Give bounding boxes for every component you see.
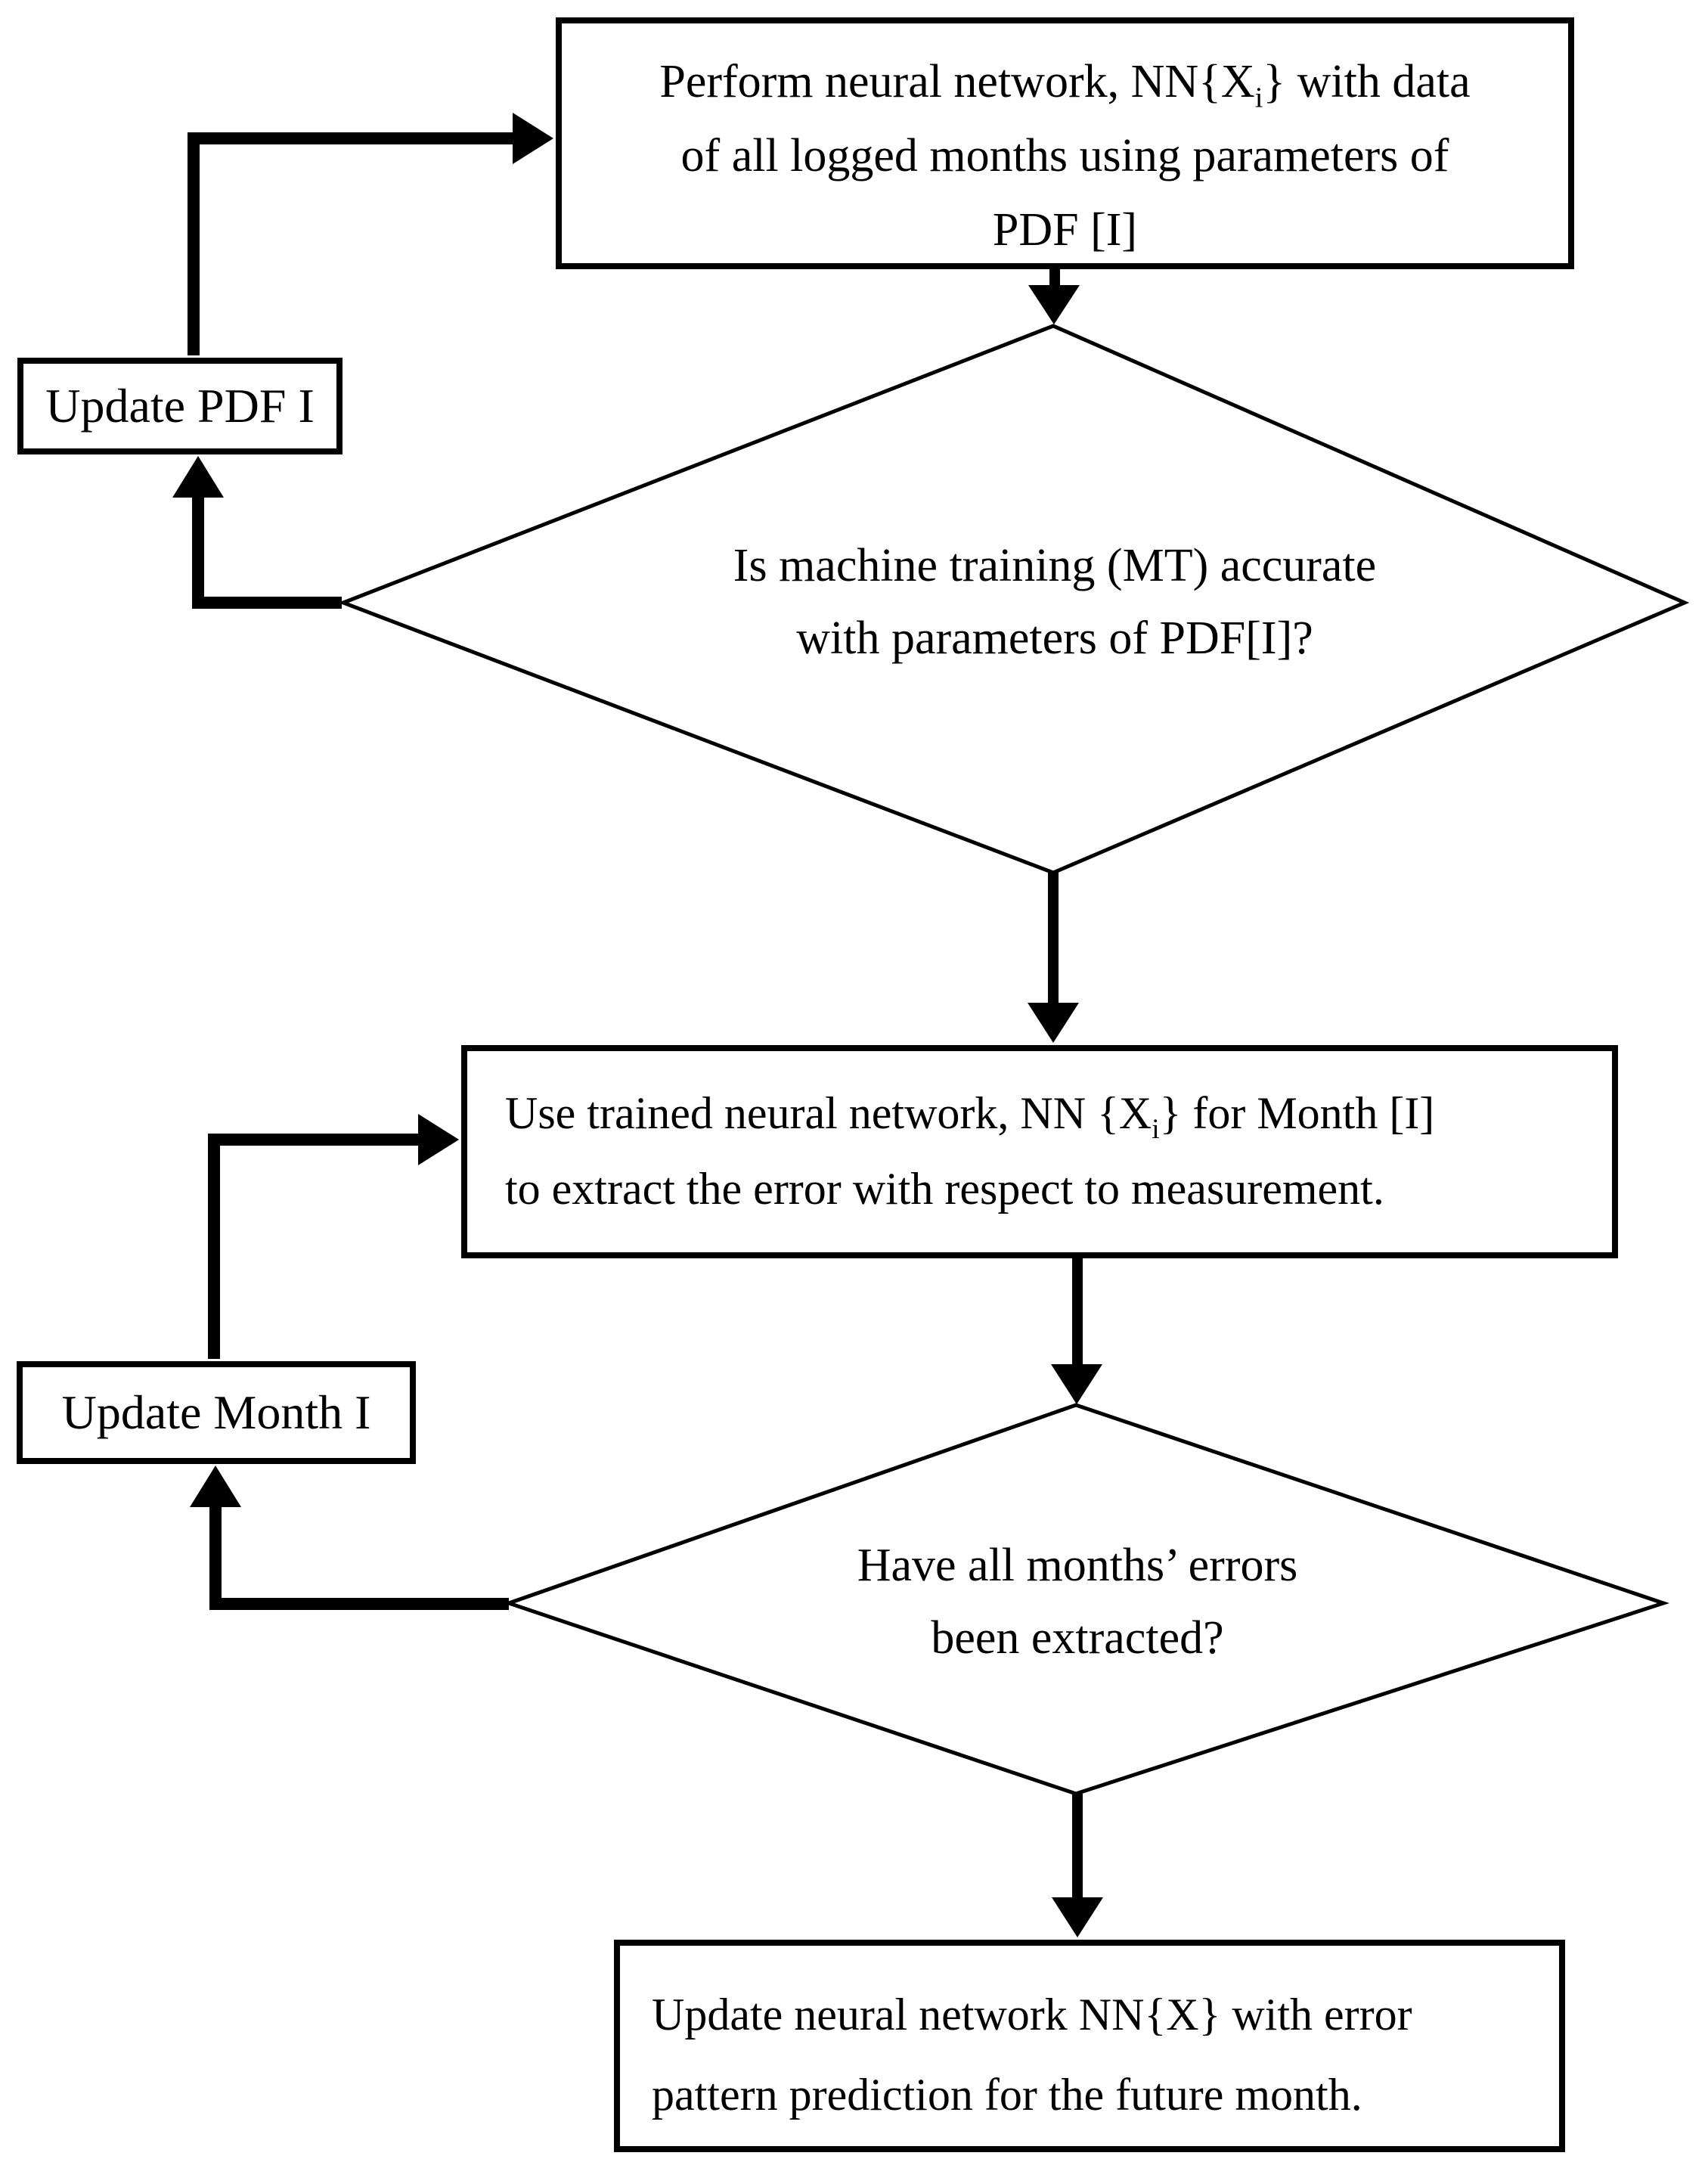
process-box-update-month: Update Month I <box>17 1361 416 1464</box>
arrowhead-right-icon <box>513 113 553 164</box>
arrowhead-right-icon <box>418 1114 459 1165</box>
subscript-i: i <box>1254 82 1263 114</box>
decision-text-line: been extracted? <box>931 1612 1224 1664</box>
subscript-i: i <box>1152 1114 1160 1145</box>
arrow-use-trained-to-decision2 <box>1051 1256 1102 1404</box>
process-box-use-trained-nn: Use trained neural network, NN {Xi} for … <box>461 1045 1618 1258</box>
arrow-update-pdf-to-perform <box>188 113 553 355</box>
process-box-update-nn: Update neural network NN{X} with error p… <box>614 1940 1565 2152</box>
arrow-perform-to-decision1 <box>1028 266 1080 324</box>
process-text-line: Update Month I <box>61 1385 371 1439</box>
arrow-line <box>192 490 342 609</box>
process-text-line: PDF [I] <box>992 204 1138 256</box>
text-segment: } for Month [I] <box>1159 1088 1435 1138</box>
process-box-update-pdf: Update PDF I <box>17 358 343 454</box>
process-text-line: Perform neural network, NN{Xi} with data <box>659 45 1470 119</box>
arrowhead-up-icon <box>172 456 224 498</box>
arrow-line <box>209 1500 509 1610</box>
arrowhead-up-icon <box>190 1466 241 1507</box>
process-text-line: to extract the error with respect to mea… <box>505 1164 1384 1214</box>
process-text-line: Use trained neural network, NN {Xi} for … <box>505 1075 1578 1151</box>
arrow-line <box>208 1134 425 1359</box>
process-text-line: Update PDF I <box>45 379 315 433</box>
process-box-perform-nn: Perform neural network, NN{Xi} with data… <box>556 17 1574 269</box>
decision-label-mt-accurate: Is machine training (MT) accurate with p… <box>525 529 1584 675</box>
text-segment: } with data <box>1263 56 1471 107</box>
arrowhead-down-icon <box>1051 1364 1102 1404</box>
arrow-update-month-to-use-trained <box>208 1114 459 1359</box>
arrow-decision2-to-update-nn <box>1052 1794 1103 1937</box>
arrow-decision1-to-update-pdf <box>172 456 342 609</box>
text-segment: Use trained neural network, NN {X <box>505 1088 1152 1138</box>
process-text-line: Update neural network NN{X} with error <box>652 1990 1412 2039</box>
arrow-decision2-to-update-month <box>190 1466 509 1610</box>
decision-text-line: Is machine training (MT) accurate <box>733 540 1377 591</box>
arrow-line <box>188 132 520 355</box>
decision-label-months-extracted: Have all months’ errors been extracted? <box>548 1529 1607 1674</box>
arrow-decision1-to-use-trained <box>1028 873 1079 1043</box>
process-text-line: of all logged months using parameters of <box>680 130 1449 181</box>
arrowhead-down-icon <box>1028 285 1080 324</box>
arrowhead-down-icon <box>1028 1003 1079 1043</box>
text-segment: Perform neural network, NN{X <box>659 56 1255 107</box>
decision-text-line: Have all months’ errors <box>857 1540 1298 1591</box>
arrowhead-down-icon <box>1052 1897 1103 1937</box>
decision-text-line: with parameters of PDF[I]? <box>796 613 1313 664</box>
process-text-line: pattern prediction for the future month. <box>652 2070 1362 2120</box>
